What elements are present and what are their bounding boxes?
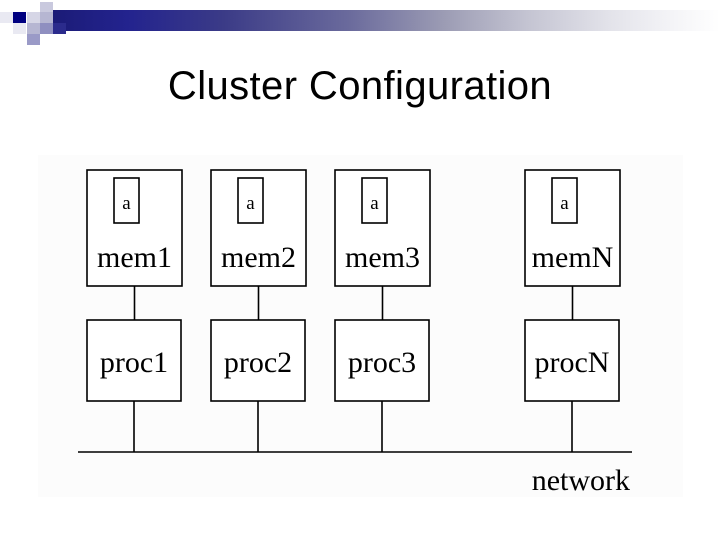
cluster-node-4: a memN procN [524,169,621,452]
inner-box-2 [237,177,264,224]
processor-box-procN [524,319,620,402]
square-lavender-top [27,2,40,12]
inner-box-4 [551,177,578,224]
square-steel-blue [40,23,53,34]
memory-label-mem3: mem3 [345,241,420,274]
page-title: Cluster Configuration [167,64,553,108]
cluster-diagram-panel: a mem1 proc1 a mem2 proc2 a mem3 proc3 a memN procN… [38,155,683,497]
header-decoration-band [0,0,720,48]
square-navy-right [53,23,66,34]
processor-label-procN: procN [535,346,610,379]
processor-label-proc1: proc1 [100,346,168,379]
square-lavender-low [13,23,26,34]
cluster-diagram-svg: a mem1 proc1 a mem2 proc2 a mem3 proc3 a memN procN… [78,169,632,497]
inner-box-label-4: a [560,193,569,214]
memory-label-memN: memN [532,241,614,274]
cluster-node-3: a mem3 proc3 [334,169,431,452]
diagram-columns-group: a mem1 proc1 a mem2 proc2 a mem3 proc3 a memN procN [86,169,621,452]
network-label: network [532,464,630,497]
square-steel-low [27,34,40,45]
inner-box-label-1: a [122,193,131,214]
square-periwinkle-2 [27,12,40,23]
network-bus-group: network [78,451,632,497]
square-periwinkle-1 [40,2,53,12]
square-lavender-left [0,12,13,23]
inner-box-3 [361,177,388,224]
processor-label-proc3: proc3 [348,346,416,379]
inner-box-label-3: a [370,193,379,214]
processor-box-proc3 [334,319,430,402]
cluster-node-1: a mem1 proc1 [86,169,183,452]
memory-label-mem1: mem1 [97,241,172,274]
inner-box-label-2: a [246,193,255,214]
square-navy-small [13,12,26,23]
inner-box-1 [113,177,140,224]
gradient-accent-bar [31,10,720,31]
cluster-node-2: a mem2 proc2 [210,169,307,452]
processor-box-proc2 [210,319,306,402]
square-periwinkle-4 [27,23,40,34]
memory-label-mem2: mem2 [221,241,296,274]
square-periwinkle-3 [40,12,53,23]
processor-label-proc2: proc2 [224,346,292,379]
